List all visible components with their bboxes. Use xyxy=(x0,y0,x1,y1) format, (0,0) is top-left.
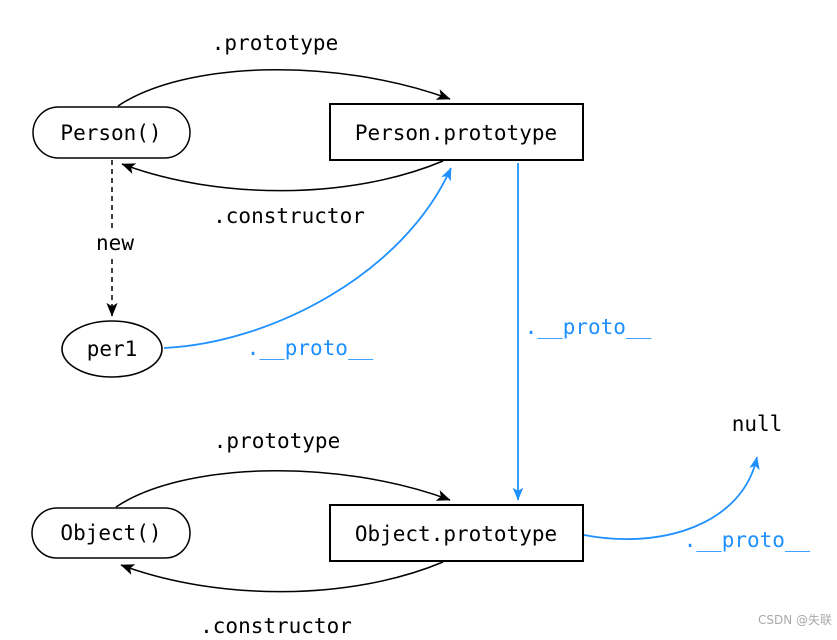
node-null-label: null xyxy=(732,412,783,436)
edge-constructor-object-arrow xyxy=(120,561,444,593)
label-proto-person-to-object: .__proto__ xyxy=(525,315,652,339)
node-object-prototype-label: Object.prototype xyxy=(355,522,557,546)
label-prototype-bottom: .prototype xyxy=(214,429,340,453)
node-person-prototype xyxy=(329,103,584,161)
label-proto-object-to-null: .__proto__ xyxy=(684,528,811,552)
node-object-prototype xyxy=(329,504,584,562)
edge-prototype-person-arrow xyxy=(117,68,451,107)
node-person-function-label: Person() xyxy=(60,121,161,145)
csdn-watermark: CSDN @失联 xyxy=(758,612,832,627)
label-constructor-top: .constructor xyxy=(213,204,365,228)
node-object-function-label: Object() xyxy=(60,521,161,545)
node-per1-label: per1 xyxy=(87,337,138,361)
new-label-background xyxy=(92,230,138,257)
node-person-function xyxy=(32,106,191,159)
label-constructor-bottom: .constructor xyxy=(200,614,352,638)
edge-proto-object-to-null-arrow xyxy=(583,456,760,541)
label-proto-instance: .__proto__ xyxy=(247,336,374,360)
label-new-keyword: new xyxy=(96,231,134,255)
node-object-function xyxy=(31,507,191,559)
edge-prototype-object-arrow xyxy=(115,469,451,508)
edge-proto-per1-arrow xyxy=(163,167,452,349)
node-per1-instance xyxy=(61,320,163,378)
label-prototype-top: .prototype xyxy=(212,31,338,55)
node-person-prototype-label: Person.prototype xyxy=(355,121,557,145)
edge-constructor-person-arrow xyxy=(121,160,444,192)
